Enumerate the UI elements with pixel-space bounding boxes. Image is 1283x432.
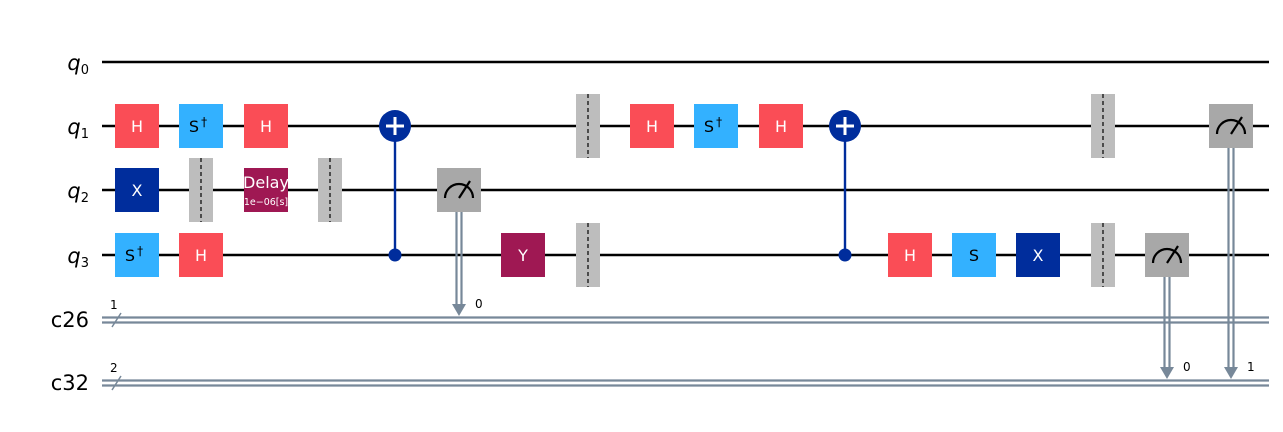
delay-gate-label: Delay xyxy=(243,173,289,192)
delay-gate xyxy=(244,168,288,212)
h-gate xyxy=(630,104,674,148)
s-gate xyxy=(952,233,996,277)
measure-gate xyxy=(1209,104,1253,148)
gate-label: H xyxy=(775,117,787,136)
meter-needle-icon xyxy=(458,180,471,199)
cnot-control-dot xyxy=(388,248,402,262)
gate-label: S† xyxy=(704,115,722,136)
gate-label-main: S xyxy=(125,246,135,265)
gate-label: H xyxy=(195,246,207,265)
h-gate xyxy=(244,104,288,148)
gate-label: S xyxy=(969,246,979,265)
classical-register-label: c32 xyxy=(51,371,89,395)
gate-label-main: H xyxy=(904,246,916,265)
gate-label-main: X xyxy=(1033,246,1044,265)
gate-label: X xyxy=(1033,246,1044,265)
gate-label-main: S xyxy=(189,117,199,136)
gate-label-dagger: † xyxy=(201,115,207,129)
qubit-label-base: q xyxy=(67,179,80,203)
qubit-label: q1 xyxy=(67,115,89,142)
gate-label: H xyxy=(131,117,143,136)
x-gate xyxy=(115,168,159,212)
gate-label-main: H xyxy=(195,246,207,265)
gate-label: Y xyxy=(517,246,528,265)
classical-register-label: c26 xyxy=(51,308,89,332)
meter-arc-icon xyxy=(1151,247,1183,264)
qubit-label-index: 1 xyxy=(81,127,89,142)
h-gate xyxy=(179,233,223,277)
qubit-label-base: q xyxy=(67,115,80,139)
measure-bit-index: 0 xyxy=(475,297,483,311)
qubit-label-base: q xyxy=(67,244,80,268)
h-gate xyxy=(888,233,932,277)
measure-arrowhead xyxy=(1224,367,1238,379)
gate-label-dagger: † xyxy=(716,115,722,129)
measure-bit-index: 1 xyxy=(1247,360,1255,374)
meter-needle-icon xyxy=(1166,245,1179,264)
gate-label-main: S xyxy=(704,117,714,136)
h-gate xyxy=(759,104,803,148)
delay-gate-duration: 1e−06[s] xyxy=(244,197,288,208)
gate-label: S† xyxy=(189,115,207,136)
gate-label: X xyxy=(132,181,143,200)
sdg-gate xyxy=(179,104,223,148)
gate-label-main: H xyxy=(131,117,143,136)
gate-label: H xyxy=(646,117,658,136)
cnot-control-dot xyxy=(838,248,852,262)
gate-label-main: H xyxy=(260,117,272,136)
measure-gate xyxy=(437,168,481,212)
sdg-gate xyxy=(115,233,159,277)
register-size-slash xyxy=(111,312,122,328)
measure-bit-index: 0 xyxy=(1183,360,1191,374)
gate-label-dagger: † xyxy=(137,244,143,258)
measure-arrowhead xyxy=(452,304,466,316)
meter-arc-icon xyxy=(443,182,475,199)
measure-arrowhead xyxy=(1160,367,1174,379)
register-size-label: 2 xyxy=(110,361,118,375)
register-size-label: 1 xyxy=(110,298,118,312)
y-gate xyxy=(501,233,545,277)
register-size-slash xyxy=(111,375,122,391)
qubit-label-index: 3 xyxy=(81,256,89,271)
sdg-gate xyxy=(694,104,738,148)
gate-label: S† xyxy=(125,244,143,265)
qubit-label-index: 2 xyxy=(81,191,89,206)
gate-label-main: H xyxy=(646,117,658,136)
gate-label: H xyxy=(904,246,916,265)
h-gate xyxy=(115,104,159,148)
gate-label-main: X xyxy=(132,181,143,200)
gate-label-main: Y xyxy=(517,246,528,265)
x-gate xyxy=(1016,233,1060,277)
meter-needle-icon xyxy=(1230,116,1243,135)
measure-gate xyxy=(1145,233,1189,277)
qubit-label: q2 xyxy=(67,179,89,206)
qubit-label-index: 0 xyxy=(81,63,89,78)
gate-label-main: H xyxy=(775,117,787,136)
qubit-label: q3 xyxy=(67,244,89,271)
meter-arc-icon xyxy=(1215,118,1247,135)
gate-label: H xyxy=(260,117,272,136)
connections-layer xyxy=(393,126,1238,379)
qubit-label: q0 xyxy=(67,51,89,78)
qubit-label-base: q xyxy=(67,51,80,75)
gate-label-main: S xyxy=(969,246,979,265)
